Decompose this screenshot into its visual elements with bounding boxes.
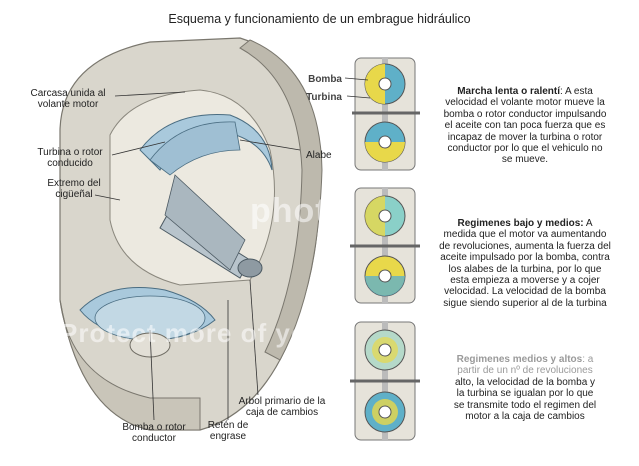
shaft-end [237,258,263,278]
watermark-protect: Protect more of your [60,318,336,348]
stage3-diagram [350,321,420,441]
turbine-blades [149,121,241,176]
leader-lines [94,91,301,421]
label-alabe: Alabe [306,150,332,161]
stage1-description: Marcha lenta o ralentí: A esta velocidad… [443,86,607,166]
stage3-heading: Regimenes medios y altos [456,354,583,365]
stage2-diagram [350,187,420,304]
label-turbina-small: Turbina [306,92,342,103]
housing-front-face [59,299,201,431]
stage1-heading: Marcha lenta o ralentí [457,86,560,97]
stage2-description: Regimenes bajo y medios: A medida que el… [439,218,611,309]
stage1-diagram [344,57,420,171]
watermark-photo: photo [250,192,350,230]
stage3-description: Regimenes medios y altos: a partir de un… [453,354,597,423]
housing-rim [239,39,323,361]
page-title: Esquema y funcionamiento de un embrague … [168,12,471,26]
label-bomba-small: Bomba [308,74,342,85]
stage2-heading: Regimenes bajo y medios: [457,218,584,229]
shaft-cone [164,174,246,271]
